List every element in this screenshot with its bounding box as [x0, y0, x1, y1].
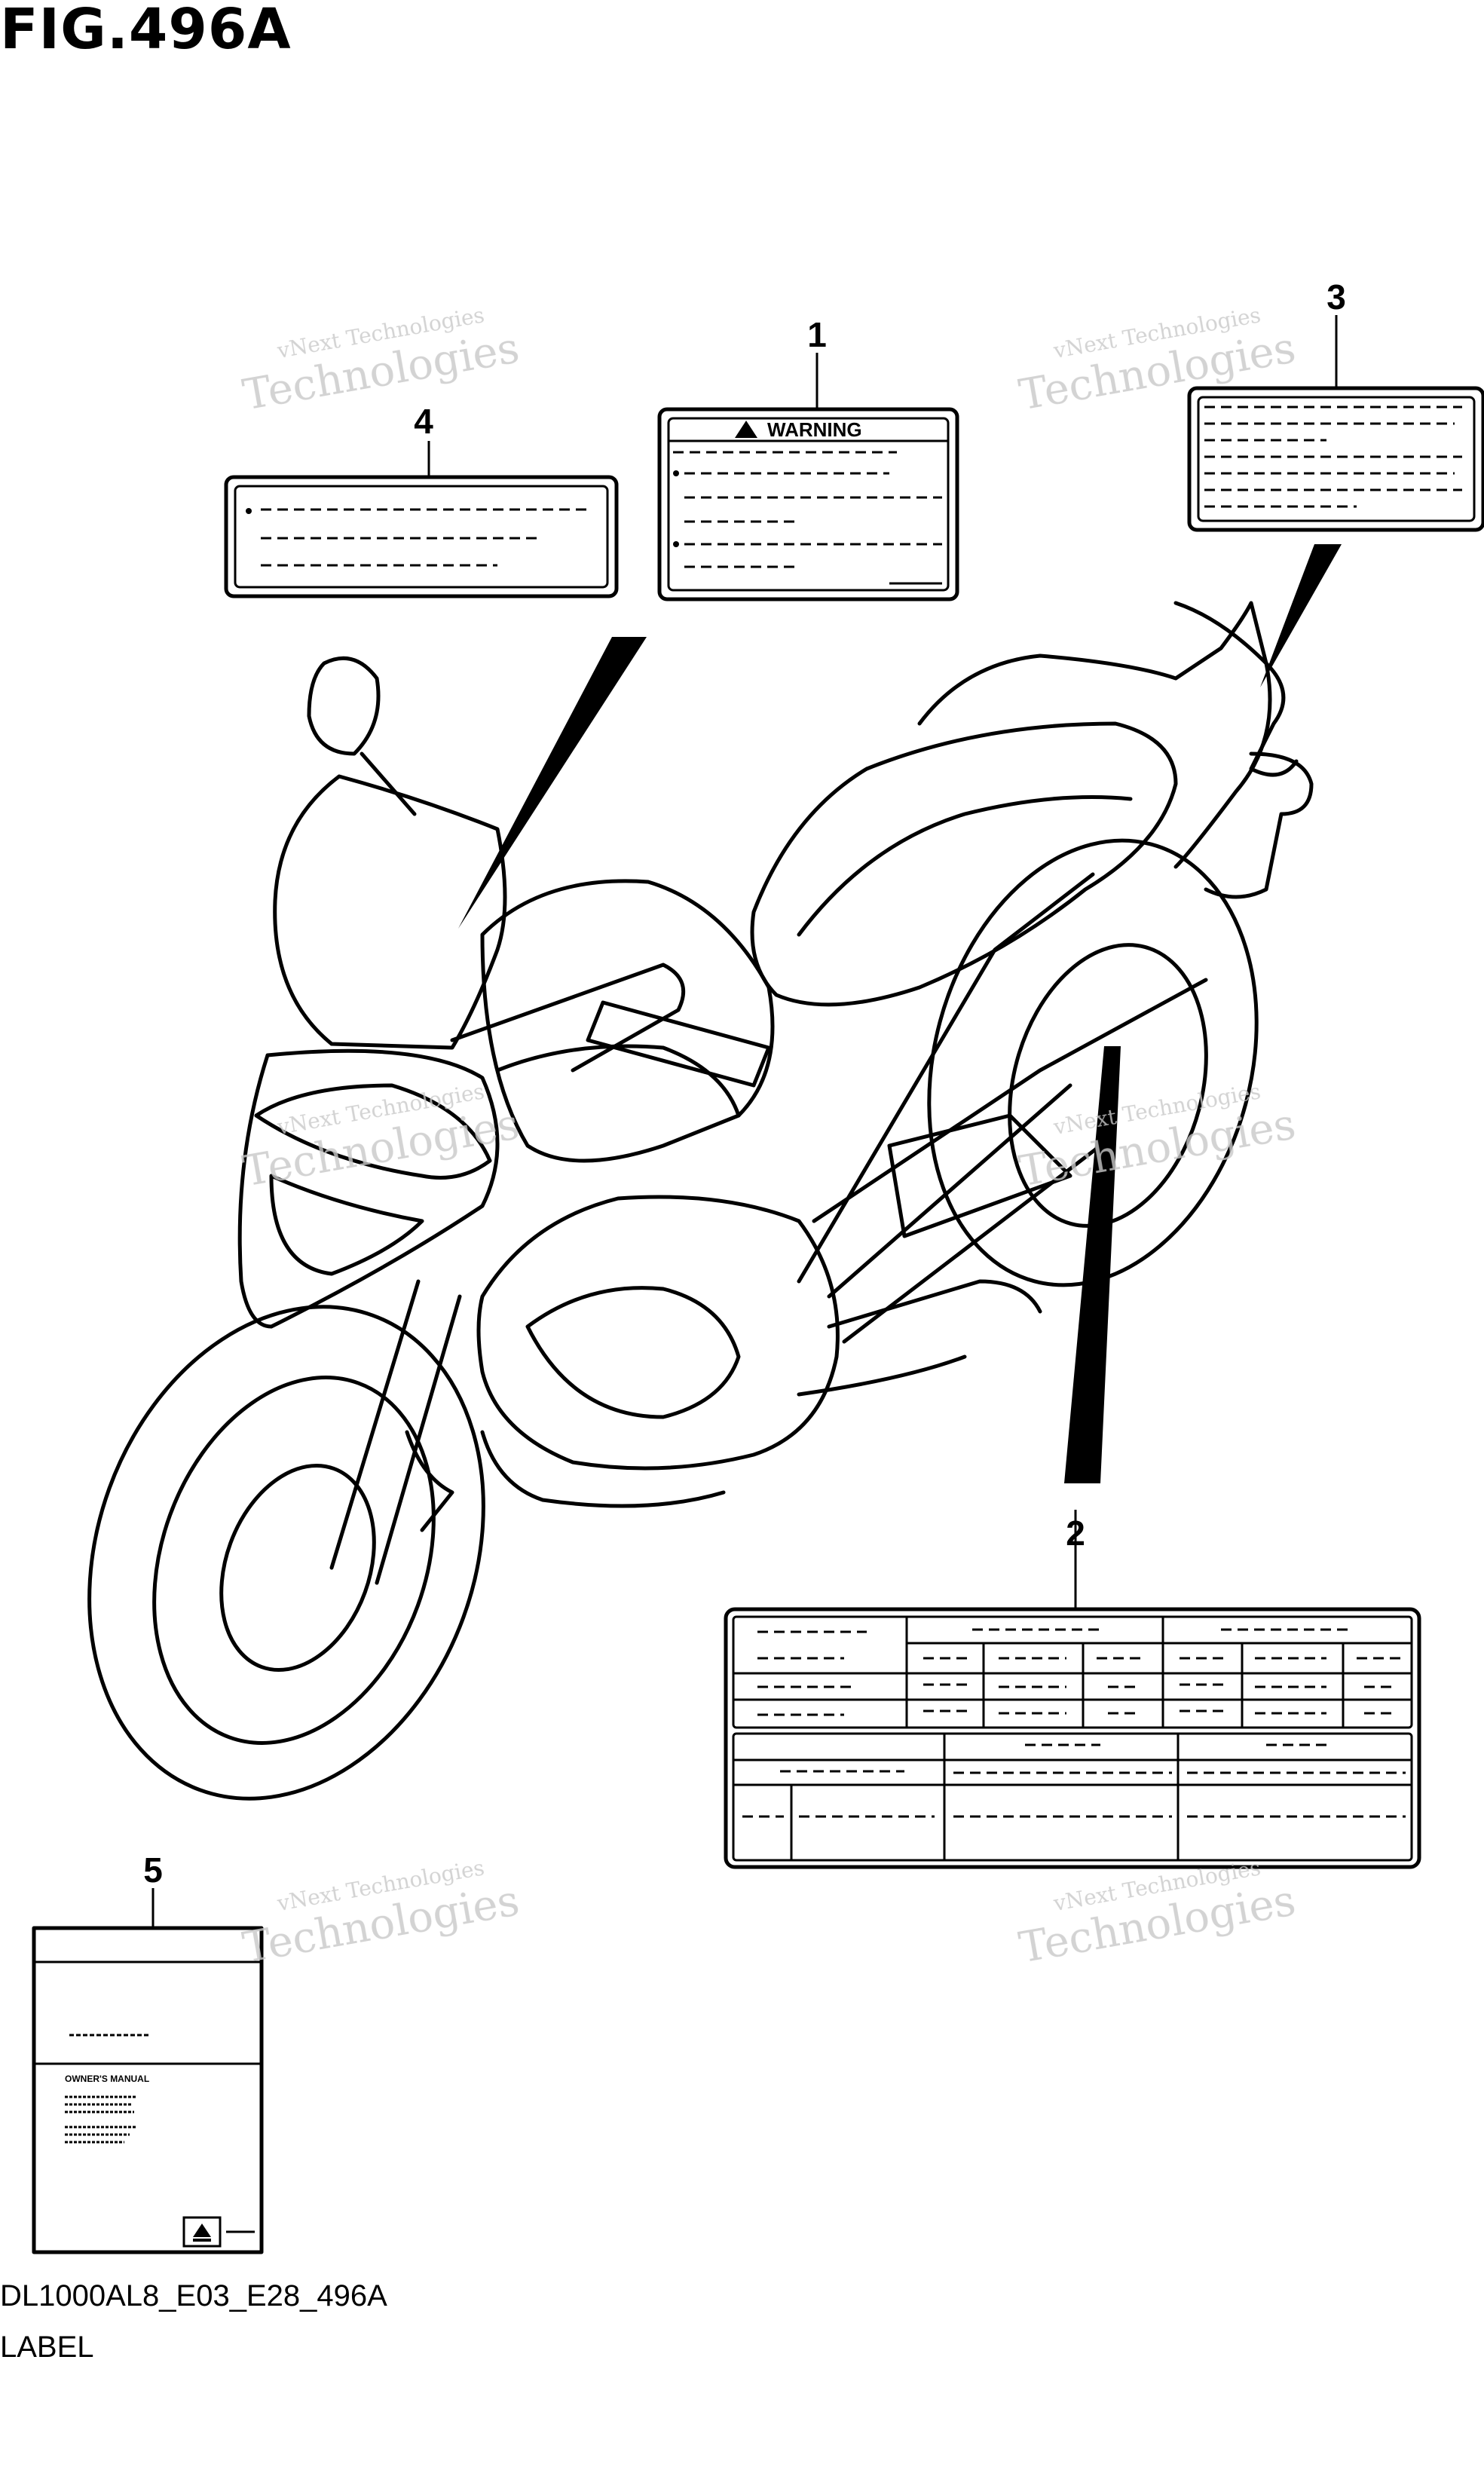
callout-pointer-2 [1064, 1046, 1121, 1483]
manual-heading: OWNER'S MANUAL [65, 2074, 149, 2084]
label-4 [224, 441, 647, 929]
brand-logo-icon [193, 2224, 211, 2237]
figure-title: FIG.496A [0, 0, 292, 62]
callout-pointer-3 [1260, 544, 1342, 687]
label-3 [1187, 315, 1484, 687]
callout-number-5: 5 [143, 1850, 163, 1890]
callout-number-4: 4 [414, 402, 433, 441]
warning-heading: WARNING [767, 418, 862, 441]
label-2-information [724, 1046, 1421, 1869]
callout-number-3: 3 [1326, 277, 1346, 317]
callout-number-2: 2 [1066, 1514, 1085, 1553]
callout-pointer-4 [458, 637, 647, 929]
diagram-caption: LABEL [0, 2331, 94, 2364]
watermarks: vNext Technologies Technologies vNext Te… [239, 302, 1299, 1973]
item-5-owners-manual: OWNER'S MANUAL [32, 1888, 264, 2254]
motorcycle-outline [87, 601, 1314, 1801]
callout-number-1: 1 [807, 315, 827, 354]
diagram-code: DL1000AL8_E03_E28_496A [0, 2279, 387, 2312]
label-1-warning: WARNING [657, 353, 959, 601]
warning-triangle-icon [735, 421, 757, 438]
